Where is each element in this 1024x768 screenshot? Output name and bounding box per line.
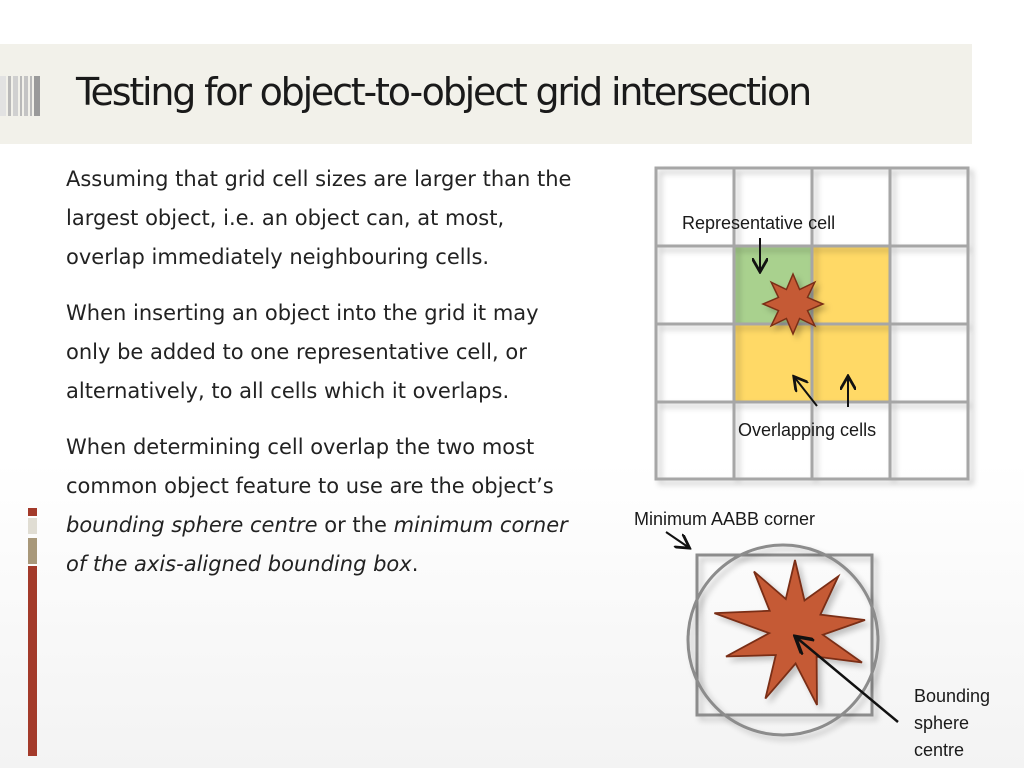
paragraph-3-text-3: . <box>411 552 419 576</box>
label-centre-line-1: Bounding <box>914 686 990 706</box>
overlapping-cell-right <box>812 245 889 324</box>
slide-title: Testing for object-to-object grid inters… <box>76 70 812 114</box>
title-band <box>0 44 972 144</box>
side-accent-bars <box>28 508 38 756</box>
paragraph-3-text-2: or the <box>317 513 394 537</box>
label-minimum-aabb-corner: Minimum AABB corner <box>634 509 815 529</box>
bounds-diagram: Minimum AABB corner Bounding sphere cent… <box>634 509 995 760</box>
label-bounding-sphere-centre: Bounding sphere centre <box>914 686 995 760</box>
emphasis-aabb-corner: minimum corner of the axis-aligned bound… <box>66 513 568 576</box>
overlapping-cell-bottom-right <box>812 324 889 402</box>
grid-lines <box>654 166 970 481</box>
object-star-large <box>714 559 866 706</box>
label-representative-cell: Representative cell <box>682 213 835 233</box>
object-star-small <box>761 272 825 336</box>
overlapping-cell-bottom-left <box>734 324 812 402</box>
emphasis-bounding-sphere: bounding sphere centre <box>66 513 318 537</box>
paragraph-insertion: When inserting an object into the grid i… <box>66 301 539 403</box>
label-overlapping-cells: Overlapping cells <box>738 420 876 440</box>
arrow-overlap-diagonal <box>795 378 818 407</box>
paragraph-overlap-feature: When determining cell overlap the two mo… <box>66 428 586 584</box>
bounding-sphere <box>686 543 880 737</box>
title-stripes-decoration <box>0 76 42 116</box>
label-centre-line-2: sphere <box>914 713 969 733</box>
label-centre-line-3: centre <box>914 740 964 760</box>
grid-diagram: Representative cell Overlapping cells <box>654 166 970 481</box>
paragraph-3-text-1: When determining cell overlap the two mo… <box>66 435 554 498</box>
arrow-min-corner <box>665 531 688 547</box>
aabb-box <box>695 553 874 717</box>
arrow-sphere-centre <box>797 638 899 723</box>
body-text: Assuming that grid cell sizes are larger… <box>66 160 586 601</box>
paragraph-grid-size: Assuming that grid cell sizes are larger… <box>66 167 572 269</box>
